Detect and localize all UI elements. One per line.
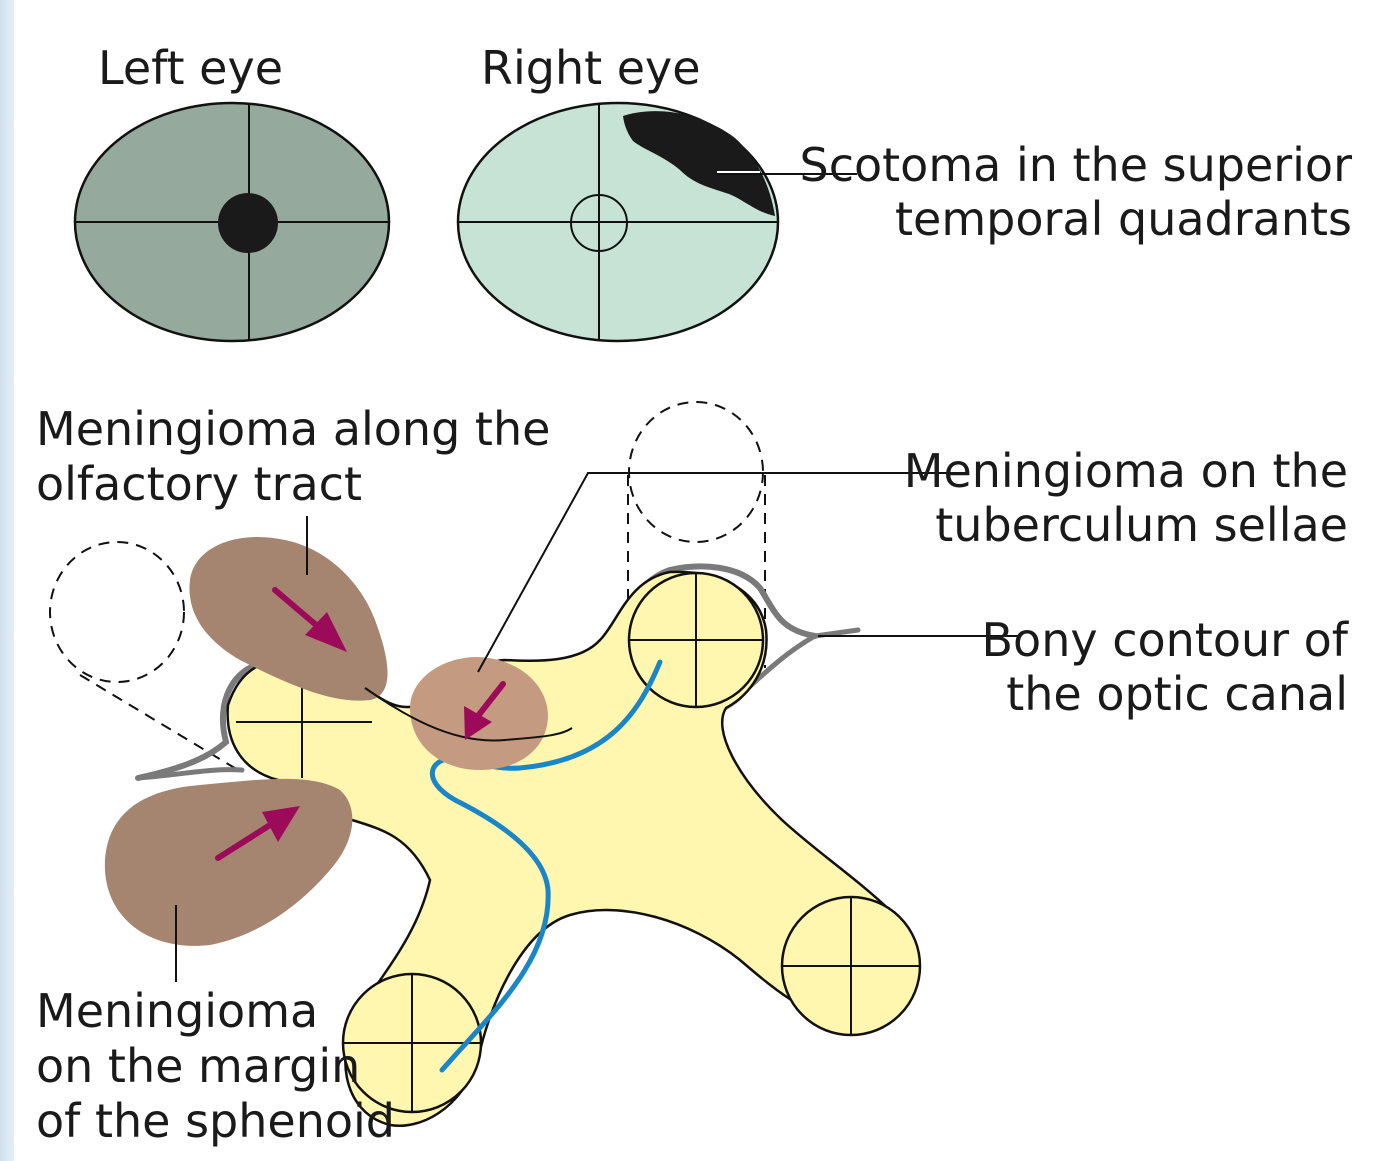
right-eye-label: Right eye: [481, 41, 701, 95]
scotoma-label-line2: temporal quadrants: [895, 192, 1352, 246]
tuberculum-label-line2: tuberculum sellae: [935, 498, 1348, 552]
olfactory-label-line2: olfactory tract: [36, 457, 362, 511]
sphenoid-label-line1: Meningioma: [36, 984, 318, 1038]
sphenoid-label-line2: on the margin: [36, 1039, 360, 1093]
left-optic-tract-section: [343, 974, 481, 1112]
tuberculum-label-line1: Meningioma on the: [904, 444, 1348, 498]
meningioma-sphenoid-margin: [105, 779, 352, 946]
left-eye-label: Left eye: [98, 41, 283, 95]
bony-contour-label-line1: Bony contour of: [982, 613, 1350, 667]
right-eye-field: [458, 103, 778, 341]
left-dashed-connector: [80, 675, 238, 770]
left-eye-central-scotoma: [218, 193, 278, 253]
sphenoid-label-line3: of the sphenoid: [36, 1094, 395, 1148]
scotoma-label-line1: Scotoma in the superior: [800, 138, 1353, 192]
right-optic-tract-section: [782, 897, 920, 1035]
left-eye-field: [75, 103, 389, 341]
bony-contour-label-line2: the optic canal: [1006, 667, 1348, 721]
olfactory-label-line1: Meningioma along the: [36, 402, 550, 456]
left-optic-nerve-dashed-outline: [50, 542, 184, 682]
meningioma-olfactory-tract: [189, 537, 387, 701]
